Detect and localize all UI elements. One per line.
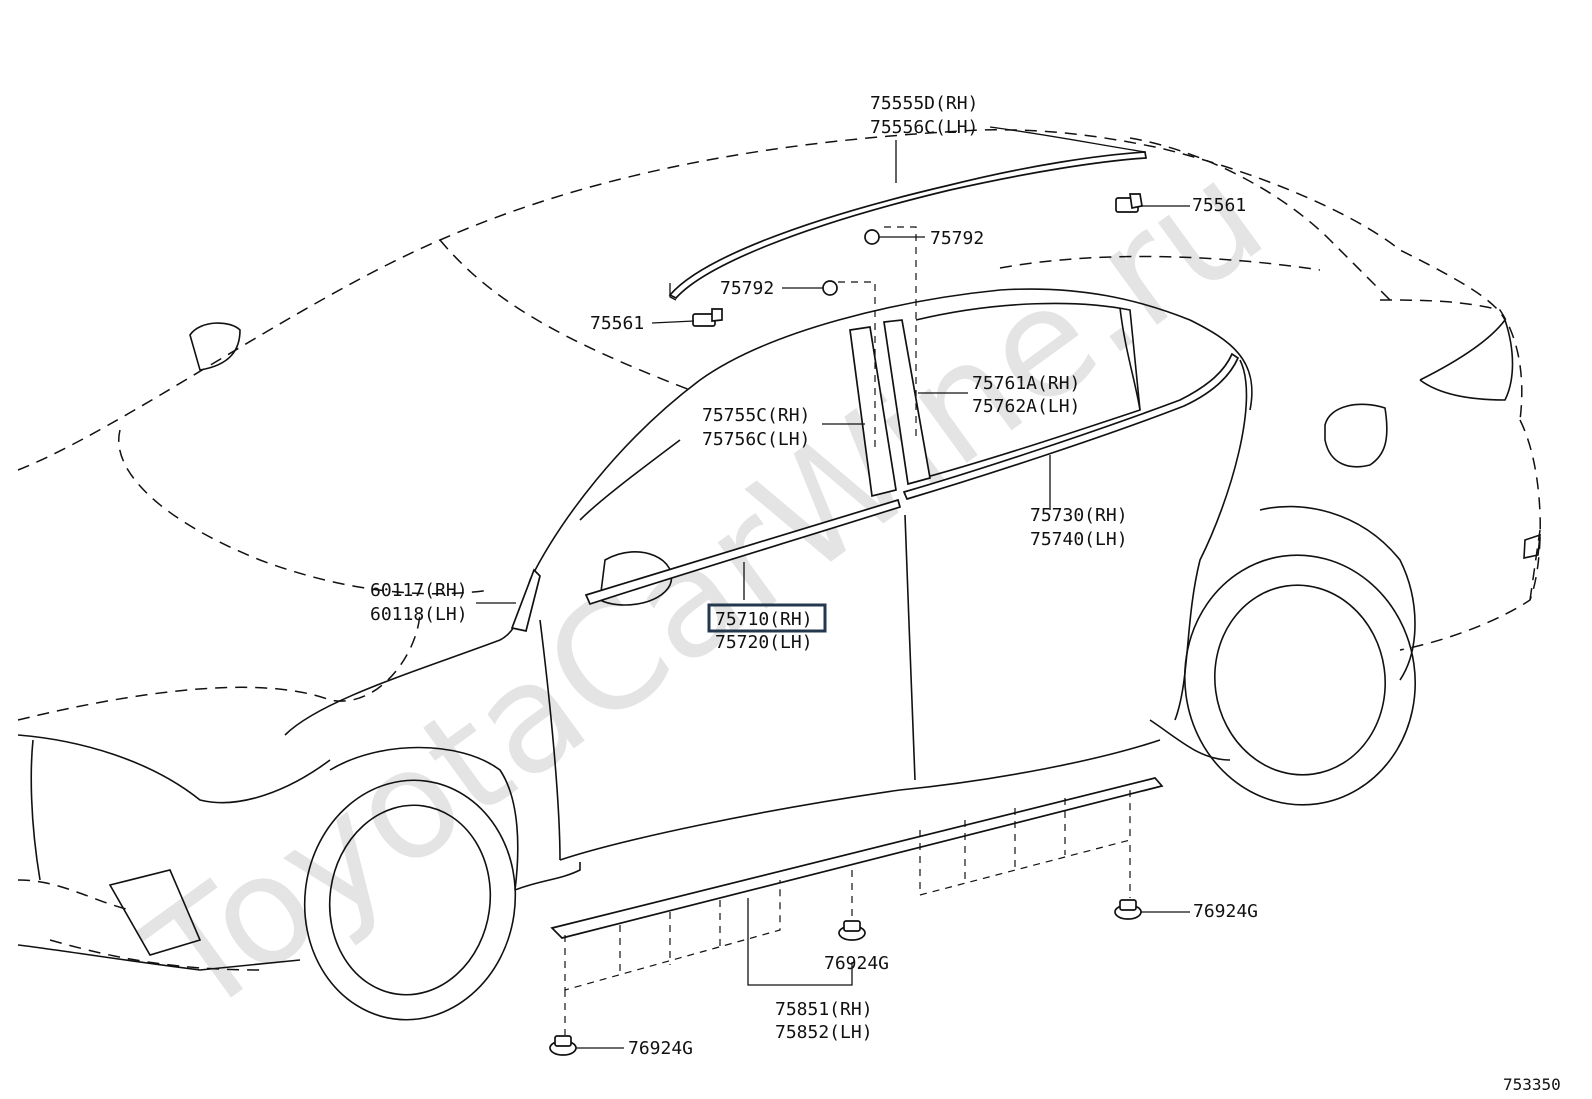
clip-icon-roof-rear bbox=[1115, 193, 1143, 213]
nut-icon-upper bbox=[864, 229, 880, 245]
callout-rocker-rh: 75851(RH) bbox=[775, 999, 873, 1020]
callout-roof-molding-lh: 75556C(LH) bbox=[870, 117, 978, 138]
clip-icon-rocker-left bbox=[549, 1035, 577, 1056]
callout-clip-center: 76924G bbox=[824, 953, 889, 974]
rocker-clip-dashes bbox=[564, 790, 1131, 991]
callout-roof-molding-rh: 75555D(RH) bbox=[870, 93, 978, 114]
callout-clip-roof-rear: 75561 bbox=[1192, 195, 1246, 216]
rear-door-pillar-garnish bbox=[883, 319, 931, 486]
nut-icon-lower bbox=[822, 280, 838, 296]
car-body-outline bbox=[17, 129, 1541, 1021]
callout-triangle-lh: 60118(LH) bbox=[370, 604, 468, 625]
callout-nut-lower: 75792 bbox=[720, 278, 774, 299]
rear-door-belt-molding bbox=[902, 352, 1240, 501]
callout-rocker-lh: 75852(LH) bbox=[775, 1022, 873, 1043]
callout-triangle-rh: 60117(RH) bbox=[370, 580, 468, 601]
callout-pillar-front-lh: 75756C(LH) bbox=[702, 429, 810, 450]
callout-belt-front-lh: 75720(LH) bbox=[715, 632, 813, 653]
clip-icon-rocker-center bbox=[838, 920, 866, 941]
callout-pillar-rear-rh: 75761A(RH) bbox=[972, 373, 1080, 394]
door-frame-triangle-garnish bbox=[510, 568, 541, 633]
callout-nut-upper: 75792 bbox=[930, 228, 984, 249]
callout-pillar-front-rh: 75755C(RH) bbox=[702, 405, 810, 426]
callout-belt-rear-lh: 75740(LH) bbox=[1030, 529, 1128, 550]
clip-icon-rocker-right bbox=[1114, 899, 1142, 920]
callout-clip-left: 76924G bbox=[628, 1038, 693, 1059]
figure-number: 753350 bbox=[1503, 1075, 1561, 1094]
rocker-panel-molding bbox=[550, 777, 1164, 939]
leader-lines bbox=[476, 126, 1190, 1049]
callout-clip-right: 76924G bbox=[1193, 901, 1258, 922]
callout-belt-rear-rh: 75730(RH) bbox=[1030, 505, 1128, 526]
callout-pillar-rear-lh: 75762A(LH) bbox=[972, 396, 1080, 417]
callout-belt-front-rh: 75710(RH) bbox=[715, 609, 813, 630]
front-door-belt-molding bbox=[584, 498, 902, 606]
highlight-box bbox=[707, 603, 827, 633]
roof-drip-molding bbox=[668, 151, 1147, 300]
callout-clip-roof-front: 75561 bbox=[590, 313, 644, 334]
clip-icon-roof-front bbox=[692, 308, 723, 327]
front-door-pillar-garnish bbox=[849, 326, 897, 498]
